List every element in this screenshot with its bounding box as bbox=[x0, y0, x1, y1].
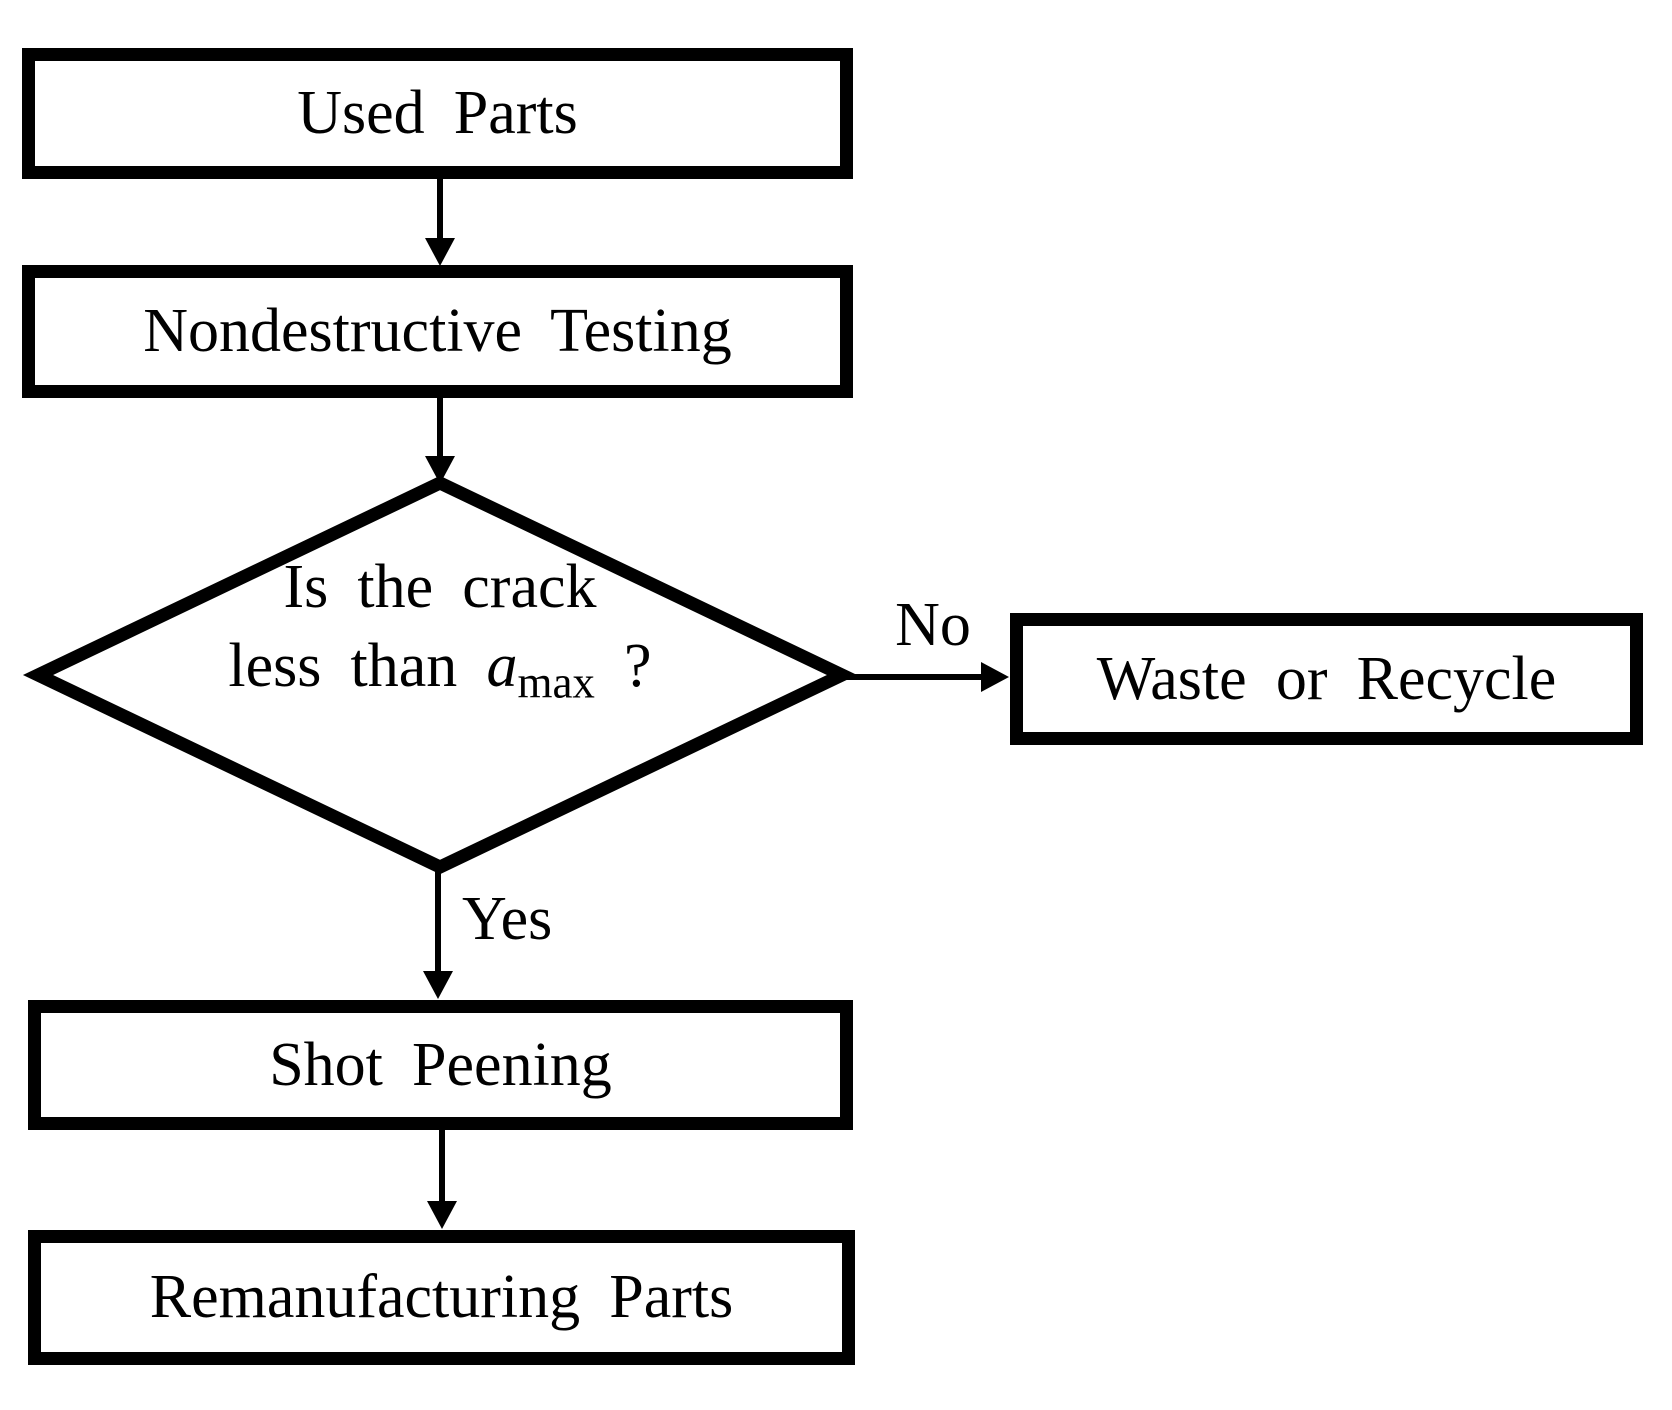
node-remanufacturing-parts: Remanufacturing Parts bbox=[28, 1230, 855, 1365]
arrow-used-to-ndt-head bbox=[425, 238, 455, 266]
node-nondestructive-testing-label: Nondestructive Testing bbox=[143, 297, 732, 365]
node-shot-peening-label: Shot Peening bbox=[269, 1030, 612, 1099]
decision-line2: less than amax ? bbox=[140, 627, 740, 706]
arrow-sp-to-reman-head bbox=[427, 1201, 457, 1229]
decision-line2-prefix: less than bbox=[228, 632, 487, 701]
arrow-yes-head bbox=[423, 971, 453, 999]
node-used-parts: Used Parts bbox=[22, 48, 853, 179]
edge-label-yes: Yes bbox=[462, 885, 553, 953]
arrow-ndt-to-decision-head bbox=[425, 456, 455, 484]
node-waste-or-recycle: Waste or Recycle bbox=[1010, 613, 1643, 745]
decision-line1: Is the crack bbox=[283, 553, 597, 621]
node-used-parts-label: Used Parts bbox=[297, 79, 578, 147]
node-waste-or-recycle-label: Waste or Recycle bbox=[1096, 644, 1557, 713]
node-nondestructive-testing: Nondestructive Testing bbox=[22, 265, 853, 398]
decision-variable-subscript: max bbox=[517, 657, 595, 708]
decision-diamond-label: Is the crack less than amax ? bbox=[140, 548, 740, 707]
node-shot-peening: Shot Peening bbox=[28, 1000, 853, 1130]
edge-label-no: No bbox=[895, 591, 971, 659]
decision-variable: a bbox=[486, 632, 518, 701]
arrow-no-head bbox=[981, 662, 1009, 692]
node-remanufacturing-parts-label: Remanufacturing Parts bbox=[149, 1263, 734, 1331]
decision-line2-suffix: ? bbox=[594, 632, 652, 701]
